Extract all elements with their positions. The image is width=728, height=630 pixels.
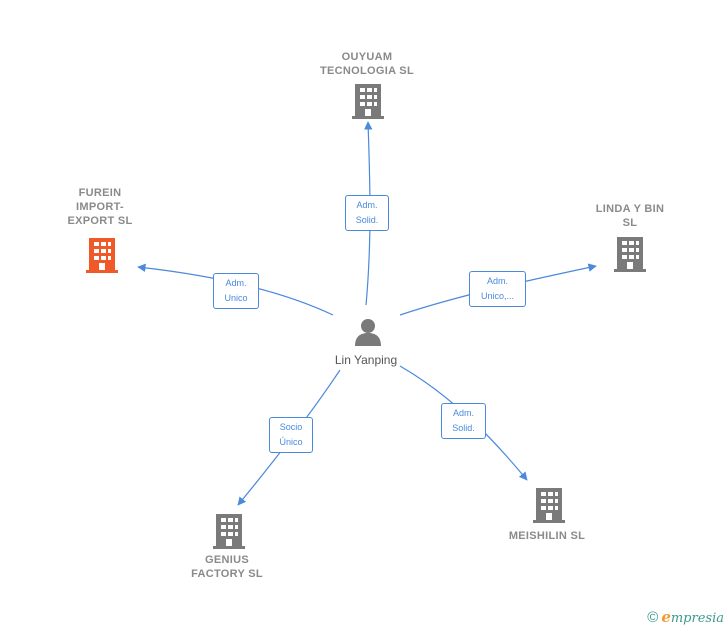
company-name-linda[interactable]: LINDA Y BIN SL: [595, 203, 665, 229]
company-name-furein[interactable]: FUREIN IMPORT- EXPORT SL: [67, 187, 133, 227]
building-icon: [213, 514, 245, 549]
relation-label-meishilin[interactable]: Adm. Solid.: [441, 403, 486, 439]
building-icon: [352, 84, 384, 119]
company-name-genius[interactable]: GENIUS FACTORY SL: [191, 554, 263, 580]
brand-logo: empresia: [661, 608, 724, 626]
brand-footer[interactable]: © empresia: [647, 608, 724, 626]
company-name-meishilin[interactable]: MEISHILIN SL: [508, 530, 586, 542]
building-icon: [86, 238, 118, 273]
company-name-ouyuam[interactable]: OUYUAM TECNOLOGIA SL: [320, 51, 414, 77]
relation-label-ouyuam[interactable]: Adm. Solid.: [345, 195, 389, 231]
building-icon: [533, 488, 565, 523]
person-name[interactable]: Lin Yanping: [334, 353, 398, 367]
copyright-icon: ©: [647, 608, 659, 626]
relation-label-furein[interactable]: Adm. Unico: [213, 273, 259, 309]
relation-label-genius[interactable]: Socio Único: [269, 417, 313, 453]
building-icon: [614, 237, 646, 272]
person-icon: [355, 319, 381, 346]
relation-label-linda[interactable]: Adm. Unico,...: [469, 271, 526, 307]
